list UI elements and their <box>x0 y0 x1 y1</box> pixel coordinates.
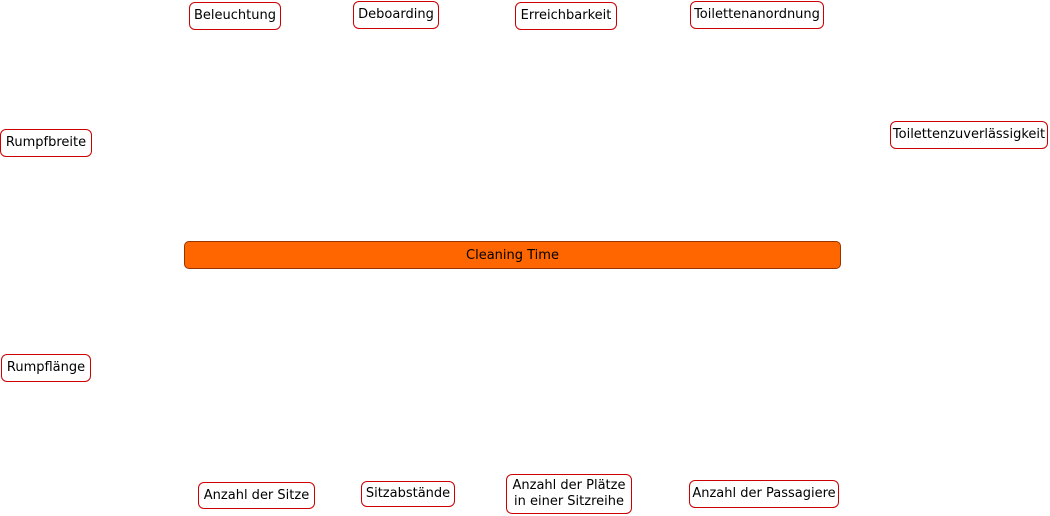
node-label: Anzahl der Sitze <box>203 487 310 503</box>
node-label: Rumpfbreite <box>5 135 87 150</box>
node-label: Sitzabstände <box>365 486 451 501</box>
node-sitzabstaende[interactable]: Sitzabstände <box>361 481 455 507</box>
node-cleaning-time[interactable]: Cleaning Time <box>184 241 841 269</box>
node-label: Anzahl der Passagiere <box>692 486 836 501</box>
node-anzahl-der-passagiere[interactable]: Anzahl der Passagiere <box>689 480 839 508</box>
node-anzahl-der-plaetze[interactable]: Anzahl der Plätze in einer Sitzreihe <box>506 474 632 514</box>
node-toilettenzuverlaessigkeit[interactable]: Toilettenzuverlässigkeit <box>890 121 1048 149</box>
node-erreichbarkeit[interactable]: Erreichbarkeit <box>515 2 617 30</box>
node-label: Toilettenzuverlässigkeit <box>892 127 1046 142</box>
node-label: Erreichbarkeit <box>520 8 612 23</box>
node-label: Deboarding <box>358 7 434 22</box>
node-beleuchtung[interactable]: Beleuchtung <box>189 2 281 30</box>
node-label: Toilettenanordnung <box>694 7 820 22</box>
node-label: Rumpflänge <box>6 360 86 375</box>
node-toilettenanordnung[interactable]: Toilettenanordnung <box>690 1 824 29</box>
node-label: Beleuchtung <box>194 8 276 23</box>
node-label: Anzahl der Plätze in einer Sitzreihe <box>512 478 626 509</box>
node-anzahl-der-sitze[interactable]: Anzahl der Sitze <box>198 482 315 509</box>
node-rumpflaenge[interactable]: Rumpflänge <box>1 354 91 382</box>
center-node-label: Cleaning Time <box>466 247 559 263</box>
node-deboarding[interactable]: Deboarding <box>353 1 439 29</box>
node-rumpfbreite[interactable]: Rumpfbreite <box>0 129 92 157</box>
